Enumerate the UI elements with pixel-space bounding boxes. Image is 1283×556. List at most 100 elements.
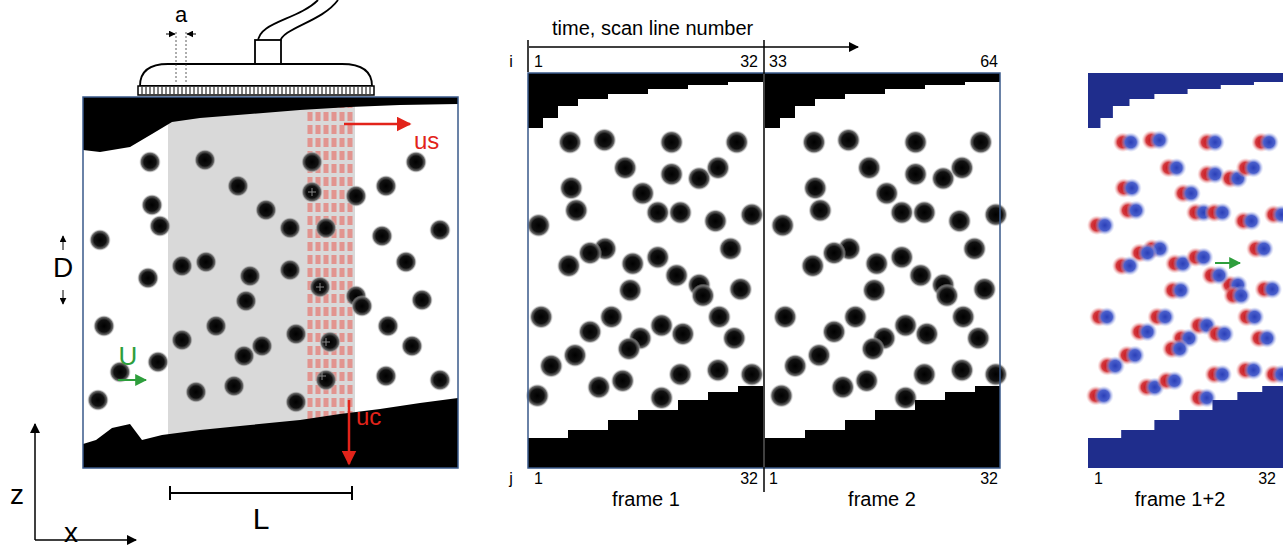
dimension-label: D (53, 253, 73, 284)
particle (578, 320, 602, 344)
particle (909, 263, 933, 287)
particle-frame2 (1194, 247, 1214, 267)
particle (401, 335, 423, 357)
marker (322, 372, 323, 380)
particle-frame2 (1262, 279, 1282, 299)
brush-line (338, 87, 339, 94)
particle-frame2 (1231, 286, 1251, 306)
particle (351, 295, 373, 317)
brush-line (142, 87, 143, 94)
particle (725, 130, 749, 154)
brush-line (150, 87, 151, 94)
particle (563, 343, 587, 367)
particle (665, 263, 689, 287)
particle (315, 369, 337, 391)
tick-label: 32 (740, 53, 758, 71)
tick-label: 32 (1258, 470, 1276, 488)
particle (836, 128, 860, 152)
particle (235, 290, 257, 312)
dimension-arrow (63, 290, 64, 304)
tick-label: 33 (769, 53, 787, 71)
particle (375, 175, 397, 197)
particle-frame2 (1095, 215, 1115, 235)
tick-label: 1 (534, 470, 543, 488)
brush-line (286, 87, 287, 94)
frame-caption: frame 2 (848, 488, 916, 510)
particle (255, 199, 277, 221)
particle (578, 241, 602, 265)
particle-frame2 (1205, 132, 1225, 152)
dimension-bar (169, 486, 171, 500)
particle (904, 162, 928, 186)
particle (912, 201, 936, 225)
particle-frame2 (1254, 239, 1274, 259)
tick-label: 1 (534, 53, 543, 71)
particle-frame2 (1272, 364, 1283, 384)
pitch-arrow (166, 34, 175, 35)
particle-frame2 (1259, 132, 1279, 152)
particle (395, 251, 417, 273)
particle-frame2 (1245, 307, 1265, 327)
axis-label: x (64, 518, 78, 549)
particle (611, 369, 635, 393)
particle-frame2 (1105, 356, 1125, 376)
particle (621, 252, 645, 276)
particle-frame2 (1137, 243, 1157, 263)
dimension-bar (351, 486, 353, 500)
particle (149, 215, 171, 237)
particle-frame2 (1272, 205, 1283, 225)
particle (722, 326, 746, 350)
brush-line (346, 87, 347, 94)
particle (429, 369, 451, 391)
overlay-frame (1086, 73, 1283, 468)
particle (783, 354, 807, 378)
particle (185, 381, 207, 403)
particle-frame2 (1122, 178, 1142, 198)
brush-line (290, 87, 291, 94)
particle (963, 237, 987, 261)
brush-line (210, 87, 211, 94)
brush-line (354, 87, 355, 94)
velocity-arrow (344, 123, 410, 126)
particle (89, 229, 111, 251)
axis-title: time, scan line number (552, 17, 753, 39)
dimension-bar (170, 492, 352, 494)
particle (915, 322, 939, 346)
brush-line (226, 87, 227, 94)
particle (93, 315, 115, 337)
marker (326, 338, 327, 346)
particle (539, 354, 563, 378)
brush-line (254, 87, 255, 94)
particle (227, 175, 249, 197)
particle (729, 277, 753, 301)
particle (195, 251, 217, 273)
axis (34, 424, 36, 540)
particle (894, 313, 918, 337)
brush-line (294, 87, 295, 94)
particle (843, 305, 867, 329)
dimension-arrow (63, 236, 64, 250)
particle-frame2 (1244, 360, 1264, 380)
particle (707, 305, 731, 329)
particle (564, 198, 588, 222)
particle (345, 185, 367, 207)
flow-arrow (1215, 262, 1240, 264)
brush-line (214, 87, 215, 94)
particle (984, 362, 1008, 386)
particle (87, 389, 109, 411)
particle (671, 322, 695, 346)
particle (822, 241, 846, 265)
particle (773, 305, 797, 329)
particle (950, 156, 974, 180)
brush-line (146, 87, 147, 94)
particle-frame2 (1244, 158, 1264, 178)
particle (904, 130, 928, 154)
particle-frame2 (1097, 307, 1117, 327)
particle (557, 254, 581, 278)
particle (309, 276, 331, 298)
axis-label: z (10, 480, 24, 511)
wall (83, 97, 458, 152)
particle (233, 345, 255, 367)
particle (894, 386, 918, 410)
frame-caption: frame 1+2 (1135, 488, 1226, 510)
